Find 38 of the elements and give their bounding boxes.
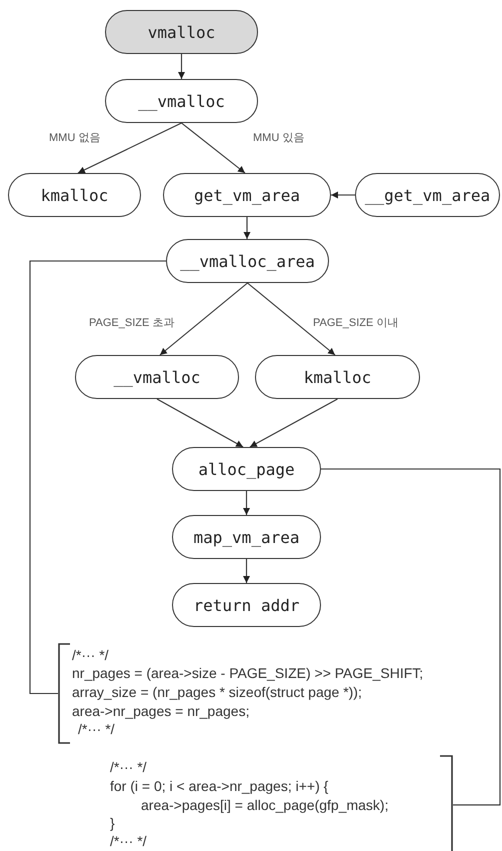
code-line: }: [110, 815, 115, 832]
edge-label: PAGE_SIZE 초과: [88, 317, 176, 330]
code-line: nr_pages = (area->size - PAGE_SIZE) >> PAGE_SHIFT;: [72, 665, 424, 682]
process-box: __vmalloc: [75, 355, 239, 399]
arrow: [243, 491, 250, 515]
connector-line: [29, 260, 166, 694]
process-box: __vmalloc: [105, 79, 258, 123]
arrow: [181, 122, 246, 174]
arrow: [156, 398, 244, 448]
arrow: [331, 192, 355, 198]
connector-line: [321, 468, 501, 806]
code-line: area->nr_pages = nr_pages;: [72, 703, 250, 720]
arrow: [78, 122, 182, 174]
process-box: return addr: [172, 583, 321, 627]
code-line: /*··· */: [110, 833, 147, 850]
process-box: map_vm_area: [172, 515, 321, 559]
code-line: array_size = (nr_pages * sizeof(struct page *));: [72, 684, 362, 701]
edge-label: MMU 없음: [48, 132, 102, 145]
process-box: kmalloc: [255, 355, 420, 399]
arrow: [247, 282, 336, 356]
arrow: [250, 398, 338, 448]
process-box: alloc_page: [172, 447, 321, 491]
code-line: /*··· */: [78, 721, 115, 738]
edge-label: MMU 있음: [252, 132, 306, 145]
process-box: kmalloc: [8, 173, 141, 217]
edge-label: PAGE_SIZE 이내: [312, 317, 400, 330]
code-line: area->pages[i] = alloc_page(gfp_mask);: [141, 797, 388, 814]
arrow: [160, 282, 248, 356]
arrow: [243, 559, 250, 583]
process-box: get_vm_area: [163, 173, 331, 217]
code-line: for (i = 0; i < area->nr_pages; i++) {: [110, 778, 328, 795]
process-box: __get_vm_area: [355, 173, 500, 217]
code-line: /*··· */: [110, 759, 147, 776]
arrow: [244, 217, 250, 239]
start-box: vmalloc: [105, 10, 258, 54]
code-line: /*··· */: [72, 647, 109, 664]
arrow: [178, 54, 185, 79]
process-box: __vmalloc_area: [166, 239, 329, 283]
